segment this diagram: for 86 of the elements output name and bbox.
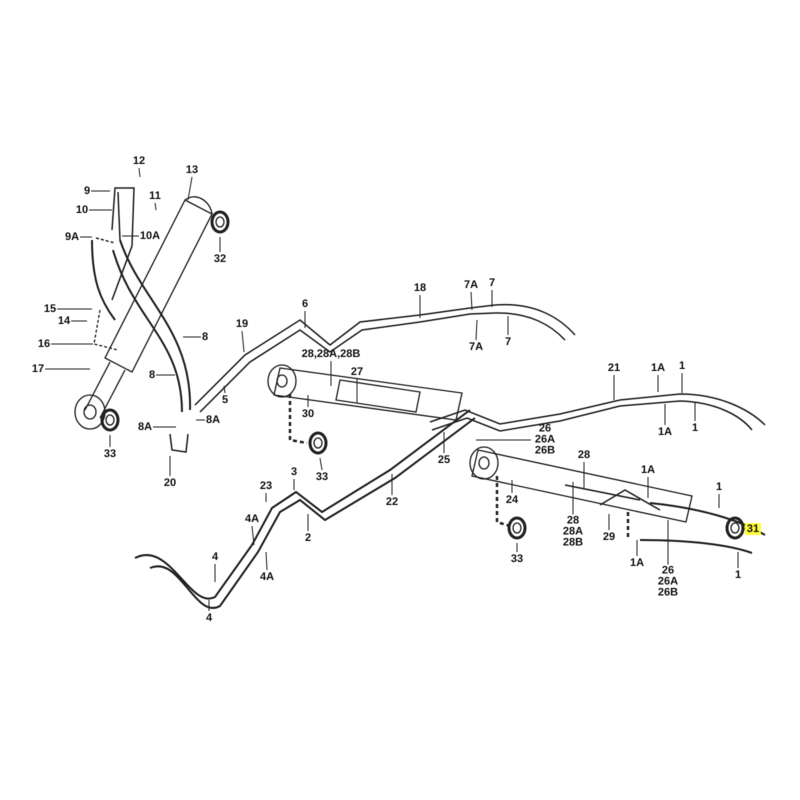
callout-number: 27 — [350, 366, 364, 378]
leader-line — [356, 378, 358, 404]
leader-line — [90, 190, 110, 192]
callout-number: 33 — [316, 471, 328, 483]
leader-line — [664, 404, 666, 426]
leader-line — [182, 336, 202, 338]
leader-line — [80, 236, 92, 238]
callout-number: 1A — [650, 362, 666, 374]
callout-number: 7 — [504, 336, 512, 348]
callout-number: 11 — [149, 190, 161, 202]
callout-number: 26 26A 26B — [655, 566, 681, 598]
callout-number: 28,28A,28B — [302, 348, 360, 360]
callout-number: 16 — [38, 338, 50, 350]
callout-number: 6 — [302, 298, 308, 310]
callout-number: 23 — [260, 480, 272, 492]
leader-line — [330, 360, 332, 386]
callout-number: 7 — [488, 277, 496, 289]
leader-line — [224, 386, 226, 394]
callout-number: 10 — [76, 204, 88, 216]
callout-number: 17 — [32, 363, 44, 375]
leader-line — [320, 458, 322, 470]
callout-number: 4 — [212, 551, 218, 563]
callout-number: 8 — [202, 331, 208, 343]
callout-number: 10A — [140, 230, 160, 242]
callout-number: 32 — [214, 253, 226, 265]
leader-line — [56, 308, 92, 310]
leader-line — [154, 202, 156, 210]
leader-line — [44, 368, 90, 370]
callout-number: 1 — [692, 422, 698, 434]
leader-line — [608, 514, 610, 530]
callout-number: 33 — [510, 553, 524, 565]
callout-number: 30 — [302, 408, 314, 420]
callout-number: 26 26A 26B — [532, 424, 558, 456]
callout-number: 21 — [608, 362, 620, 374]
leader-line — [636, 540, 638, 556]
callout-number: 9 — [84, 185, 90, 197]
leader-line — [476, 320, 478, 340]
callout-number: 1 — [716, 481, 722, 493]
leader-line — [572, 482, 574, 515]
callout-number: 28 — [578, 449, 590, 461]
leader-line — [214, 564, 216, 582]
callout-number: 7A — [468, 341, 484, 353]
callout-number: 14 — [58, 315, 70, 327]
callout-number: 15 — [44, 303, 56, 315]
callout-number: 33 — [104, 448, 116, 460]
callout-number: 28 28A 28B — [560, 516, 586, 548]
callout-number: 7A — [464, 279, 478, 291]
callout-number: 2 — [304, 532, 312, 544]
callout-number: 24 — [506, 494, 518, 506]
callout-number: 19 — [236, 318, 248, 330]
callout-number: 29 — [602, 531, 616, 543]
callout-number: 4 — [206, 612, 212, 624]
callout-number: 8A — [206, 414, 220, 426]
leader-line — [694, 402, 696, 422]
callout-number: 25 — [438, 454, 450, 466]
leader-line — [152, 426, 176, 428]
leader-line — [138, 168, 140, 178]
callout-number: 18 — [414, 282, 426, 294]
callout-number: 4A — [244, 513, 260, 525]
callout-number: 1A — [658, 426, 672, 438]
callout-number: 8A — [138, 421, 152, 433]
callout-number: 1A — [640, 464, 656, 476]
leader-line — [266, 552, 268, 570]
callout-number: 8 — [148, 369, 156, 381]
leader-line — [252, 526, 254, 546]
callout-number: 5 — [222, 394, 228, 406]
leader-line — [208, 600, 210, 612]
callout-number: 1 — [734, 569, 742, 581]
leader-line — [242, 330, 244, 352]
leader-line — [188, 176, 192, 200]
callout-number: 9A — [64, 231, 80, 243]
leader-line — [70, 320, 88, 322]
callout-number: 22 — [386, 496, 398, 508]
leader-line — [470, 292, 472, 310]
callout-number: 4A — [260, 571, 274, 583]
callout-number: 20 — [164, 477, 176, 489]
callout-number: 12 — [132, 155, 146, 167]
leader-line — [156, 374, 176, 376]
leader-line — [304, 310, 306, 328]
callout-number: 31 — [744, 523, 762, 535]
leader-line — [516, 542, 518, 552]
callout-number: 1 — [678, 360, 686, 372]
callout-number: 3 — [290, 466, 298, 478]
callout-number: 13 — [186, 164, 198, 176]
leader-line — [718, 494, 720, 508]
callout-number: 1A — [630, 557, 644, 569]
